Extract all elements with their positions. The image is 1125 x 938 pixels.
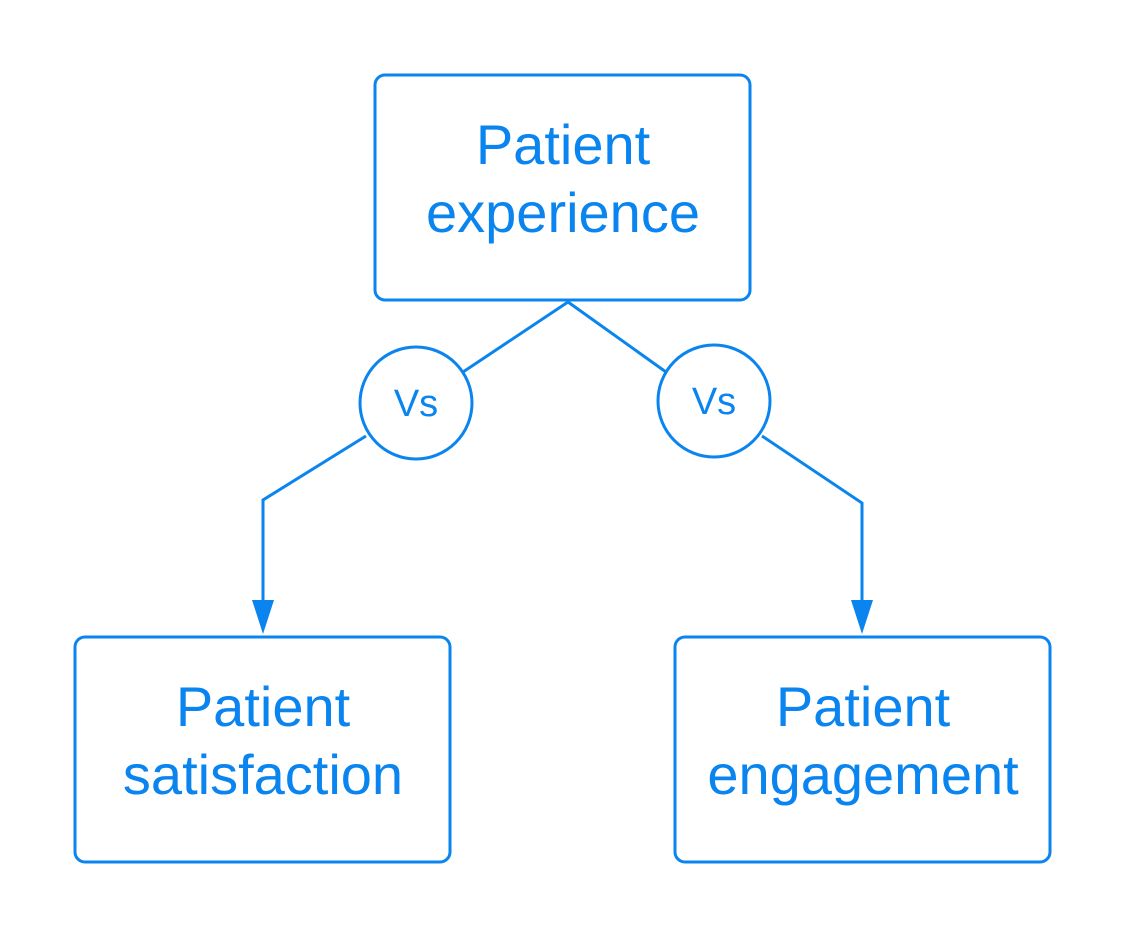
connector-top-to-right-vs <box>567 300 667 374</box>
arrowhead-right <box>851 600 873 634</box>
vs-label: Vs <box>394 383 438 425</box>
connector-right-vs-to-engagement <box>761 434 864 612</box>
arrowhead-left <box>252 600 274 634</box>
node-box <box>373 73 752 302</box>
connector-left-vs-to-satisfaction <box>261 434 367 612</box>
vs-label: Vs <box>692 381 736 423</box>
node-label-line1: Patient <box>776 675 951 738</box>
node-label-line1: Patient <box>476 113 651 176</box>
vs-circle <box>358 345 474 461</box>
node-patient-engagement: Patient engagement <box>673 635 1052 864</box>
node-box <box>73 635 452 864</box>
connector-top-to-left-vs <box>462 300 569 374</box>
node-label-line2: experience <box>426 181 700 244</box>
node-label-line2: engagement <box>707 743 1019 806</box>
connectors <box>252 300 873 634</box>
node-label-line2: satisfaction <box>123 743 403 806</box>
vs-connector-right: Vs <box>656 343 772 459</box>
node-box <box>673 635 1052 864</box>
vs-connector-left: Vs <box>358 345 474 461</box>
vs-circle <box>656 343 772 459</box>
node-patient-satisfaction: Patient satisfaction <box>73 635 452 864</box>
node-patient-experience: Patient experience <box>373 73 752 302</box>
node-label-line1: Patient <box>176 675 351 738</box>
